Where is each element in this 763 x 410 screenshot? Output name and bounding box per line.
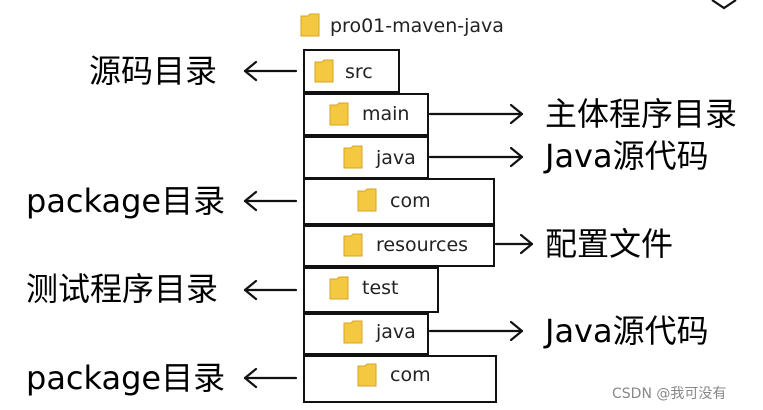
- node-label: java: [376, 321, 416, 343]
- arrow-icon: [243, 367, 298, 389]
- annotation-test-java: Java源代码: [545, 312, 709, 350]
- tree-node-main-com[interactable]: [303, 178, 495, 225]
- node-label: main: [362, 103, 410, 125]
- annotation-main-com: package目录: [26, 182, 226, 220]
- node-label: java: [376, 147, 416, 169]
- root-folder-name: pro01-maven-java: [330, 15, 504, 37]
- node-label: com: [390, 190, 431, 212]
- annotation-test: 测试程序目录: [26, 270, 219, 308]
- node-label: resources: [376, 234, 469, 256]
- folder-icon: [343, 145, 363, 169]
- folder-icon: [357, 188, 377, 212]
- arrow-icon: [428, 103, 524, 125]
- folder-icon: [357, 363, 377, 387]
- folder-icon: [329, 102, 349, 126]
- folder-icon: [343, 320, 363, 344]
- corner-stroke: [711, 0, 737, 10]
- annotation-resources: 配置文件: [545, 225, 674, 263]
- node-label: test: [362, 277, 399, 299]
- tree-node-test-java[interactable]: [303, 313, 429, 355]
- folder-icon: [343, 233, 363, 257]
- tree-node-resources[interactable]: [303, 225, 495, 267]
- arrow-icon: [243, 279, 298, 301]
- arrow-icon: [494, 233, 534, 255]
- node-label: com: [390, 364, 431, 386]
- arrow-icon: [428, 146, 524, 168]
- node-label: src: [345, 61, 373, 83]
- annotation-main-java: Java源代码: [545, 137, 709, 175]
- folder-icon: [314, 59, 334, 83]
- tree-node-test[interactable]: [303, 267, 439, 313]
- folder-icon: [329, 276, 349, 300]
- folder-icon: [300, 13, 320, 37]
- annotation-main: 主体程序目录: [545, 95, 738, 133]
- watermark-text: CSDN @我可没有: [612, 386, 727, 402]
- arrow-icon: [243, 60, 298, 82]
- arrow-icon: [243, 190, 298, 212]
- tree-node-main[interactable]: [303, 93, 429, 136]
- annotation-src: 源码目录: [89, 52, 218, 90]
- arrow-icon: [428, 320, 524, 342]
- tree-node-test-com[interactable]: [303, 355, 497, 403]
- annotation-test-com: package目录: [26, 359, 226, 397]
